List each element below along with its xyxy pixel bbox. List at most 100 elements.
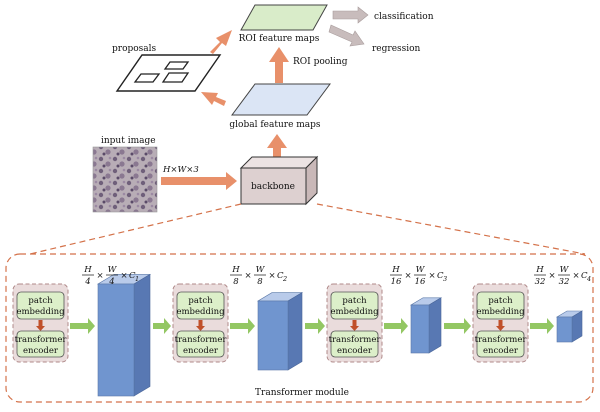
patch-embedding-label-line2: embedding xyxy=(330,307,379,317)
patch-embedding-label: patch xyxy=(188,296,213,306)
dim-h-denominator: 16 xyxy=(391,277,402,287)
backbone-label: backbone xyxy=(251,182,295,192)
zoom-line-left xyxy=(29,203,242,255)
dim-channel: C xyxy=(437,271,444,281)
regression-arrow xyxy=(328,24,365,47)
regression-label: regression xyxy=(372,44,421,54)
roi-feature-maps-label: ROI feature maps xyxy=(239,34,320,44)
dim-channel: C xyxy=(129,271,136,281)
classification-label: classification xyxy=(374,12,434,22)
dim-times-1: × xyxy=(244,271,251,281)
feature-cube-front xyxy=(257,300,289,371)
global-feature-maps-plane xyxy=(231,83,331,116)
feature-cube-front xyxy=(97,283,135,397)
transformer-encoder-box xyxy=(476,330,525,358)
global-feature-maps-label: global feature maps xyxy=(229,120,321,130)
transformer-encoder-box xyxy=(330,330,379,358)
patch-embedding-label-line2: embedding xyxy=(16,307,65,317)
dim-w-numerator: W xyxy=(108,265,118,275)
backbone-to-global-arrow xyxy=(267,134,287,158)
dim-h-numerator: H xyxy=(83,265,92,275)
dim-times-2: × xyxy=(428,271,435,281)
roi-pooling-arrow xyxy=(269,47,289,83)
transformer-encoder-label-line2: encoder xyxy=(337,346,373,356)
proposal-box-3 xyxy=(161,72,190,83)
dim-times-1: × xyxy=(404,271,411,281)
dim-times-1: × xyxy=(96,271,103,281)
dim-times-2: × xyxy=(268,271,275,281)
block-to-feature-arrow xyxy=(384,318,408,334)
feature-cube-side xyxy=(287,292,303,371)
dim-w-denominator: 32 xyxy=(559,277,570,287)
feature-to-next-block-arrow xyxy=(305,318,325,334)
dim-channel: C xyxy=(277,271,284,281)
roi-feature-maps-plane xyxy=(240,4,328,31)
embed-to-encoder-arrow xyxy=(496,320,505,331)
feature-to-next-block-arrow xyxy=(444,318,471,334)
dim-w-denominator: 4 xyxy=(108,277,114,287)
patch-embedding-box xyxy=(16,291,65,320)
dim-h-denominator: 32 xyxy=(535,277,546,287)
transformer-encoder-label-line2: encoder xyxy=(23,346,59,356)
patch-embedding-label: patch xyxy=(28,296,53,306)
transformer-encoder-label: transformer xyxy=(329,335,382,345)
dim-channel-subscript: 3 xyxy=(443,275,447,283)
input-to-backbone-arrow xyxy=(161,172,237,190)
backbone-top-face xyxy=(239,156,319,169)
backbone-front-face xyxy=(240,167,307,205)
dim-channel-subscript: 1 xyxy=(135,275,139,283)
transformer-encoder-label-line2: encoder xyxy=(483,346,519,356)
transformer-encoder-label: transformer xyxy=(15,335,68,345)
dim-h-denominator: 8 xyxy=(233,277,239,287)
patch-embedding-box xyxy=(476,291,525,320)
dim-times-1: × xyxy=(548,271,555,281)
transformer-encoder-label-line2: encoder xyxy=(183,346,219,356)
proposals-to-roi-arrow xyxy=(210,30,232,54)
dim-times-2: × xyxy=(120,271,127,281)
transformer-encoder-box xyxy=(176,330,225,358)
embed-to-encoder-arrow xyxy=(350,320,359,331)
dim-w-numerator: W xyxy=(256,265,266,275)
feature-cube-side xyxy=(428,297,442,354)
patch-embedding-label-line2: embedding xyxy=(476,307,525,317)
dim-h-denominator: 4 xyxy=(84,277,90,287)
roi-pooling-label: ROI pooling xyxy=(293,57,348,67)
feature-cube-side xyxy=(133,273,151,397)
patch-embedding-label: patch xyxy=(488,296,513,306)
dim-times-2: × xyxy=(572,271,579,281)
embed-to-encoder-arrow xyxy=(36,320,45,331)
transformer-encoder-box xyxy=(16,330,65,358)
patch-embedding-box xyxy=(330,291,379,320)
dim-h-numerator: H xyxy=(231,265,240,275)
feature-cube-front xyxy=(410,304,430,354)
input-dims-label: H×W×3 xyxy=(162,165,199,175)
patch-embedding-label: patch xyxy=(342,296,367,306)
zoom-line-right xyxy=(316,203,586,255)
dim-w-denominator: 16 xyxy=(415,277,426,287)
dim-channel-subscript: 4 xyxy=(586,275,591,283)
patch-embedding-label-line2: embedding xyxy=(176,307,225,317)
transformer-encoder-label: transformer xyxy=(175,335,228,345)
patch-embedding-box xyxy=(176,291,225,320)
transformer-encoder-label: transformer xyxy=(475,335,528,345)
proposals-label: proposals xyxy=(112,44,157,54)
proposal-box-2 xyxy=(133,73,161,83)
embed-to-encoder-arrow xyxy=(196,320,205,331)
global-to-proposals-arrow xyxy=(201,92,226,106)
dim-w-numerator: W xyxy=(416,265,426,275)
dim-channel-subscript: 2 xyxy=(282,275,287,283)
dim-w-numerator: W xyxy=(560,265,570,275)
block-to-feature-arrow xyxy=(70,318,95,334)
dim-w-denominator: 8 xyxy=(257,277,263,287)
classification-arrow xyxy=(332,6,369,24)
dim-channel: C xyxy=(581,271,588,281)
input-image-label: input image xyxy=(101,136,156,146)
input-image-thumbnail xyxy=(92,146,158,213)
transformer-module-label: Transformer module xyxy=(255,388,349,398)
feature-to-next-block-arrow xyxy=(153,318,171,334)
dim-h-numerator: H xyxy=(535,265,544,275)
proposal-box-1 xyxy=(163,61,190,70)
